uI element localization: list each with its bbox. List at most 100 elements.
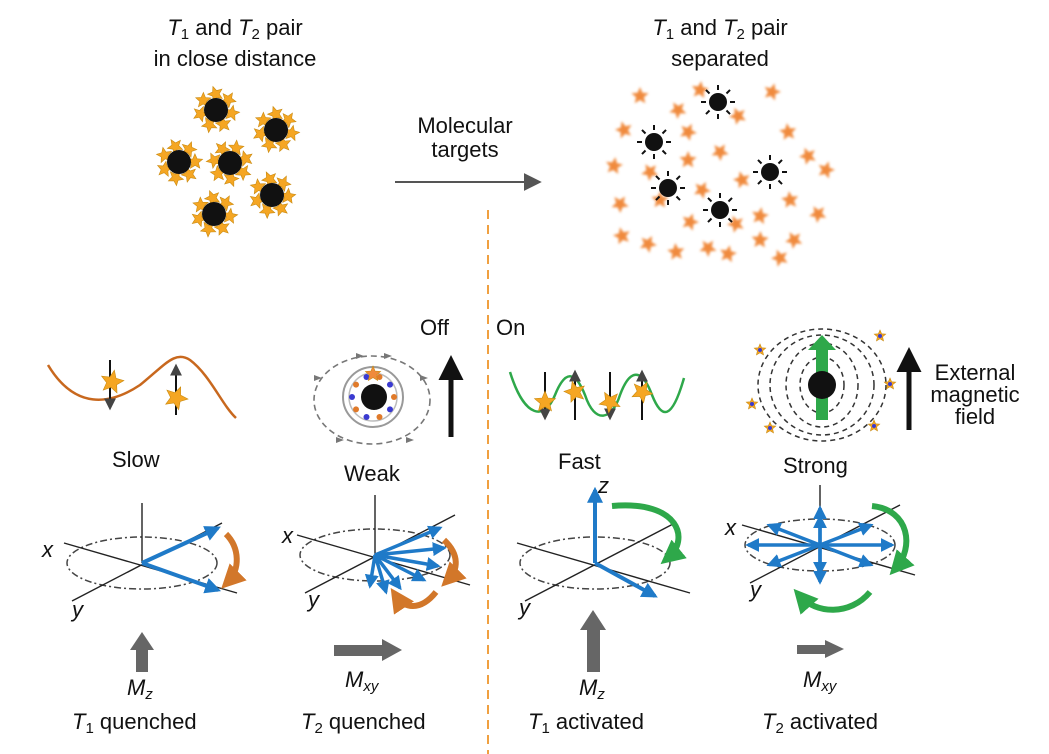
ray-mark: [777, 179, 783, 185]
ray-mark: [705, 109, 711, 115]
top-right-title: T1 and T2 pair separated: [615, 16, 825, 71]
magnetization-arrow: [141, 561, 222, 594]
title-t2-sub: 2: [251, 26, 260, 43]
title-t1: T: [652, 15, 666, 40]
magnetization-arrow: [373, 553, 402, 591]
mxy-arrow-4: [797, 640, 844, 658]
result-symbol: T: [72, 709, 86, 734]
star-icon: [613, 227, 630, 245]
surface-dot: [768, 426, 772, 430]
field-line2: magnetic: [930, 382, 1020, 407]
rotation-arrow: [441, 537, 467, 587]
moment-symbol: M: [579, 675, 598, 700]
nanoparticle-icon: [645, 133, 663, 151]
axes-panel: [516, 486, 691, 602]
nanoparticle-icon: [761, 163, 779, 181]
star-icon: [682, 213, 699, 231]
magnetization-arrow: [819, 522, 874, 547]
magnetization-arrow: [374, 553, 441, 571]
moment-label-3: Mz: [579, 676, 605, 707]
surface-dot: [888, 382, 892, 386]
arrow-label-line1: Molecular: [417, 113, 513, 138]
arrow-label: Molecular targets: [395, 114, 535, 162]
axis-x-2: x: [282, 523, 293, 548]
title-and: and: [674, 15, 724, 40]
surface-dot: [353, 406, 360, 413]
star-icon: [165, 386, 189, 411]
moment-symbol: M: [345, 667, 364, 692]
title-line2: in close distance: [153, 46, 317, 71]
title-and: and: [189, 15, 239, 40]
result-sub: 2: [775, 720, 784, 737]
field-line3: field: [954, 404, 996, 429]
nanoparticle-icon: [709, 93, 727, 111]
star-icon: [691, 81, 709, 98]
result-text: activated: [783, 709, 878, 734]
star-icon: [733, 171, 750, 189]
surface-dot: [363, 374, 370, 381]
axes-panel: [63, 503, 247, 602]
moment-label-1: Mz: [127, 676, 153, 707]
star-icon: [699, 240, 717, 257]
star-icon: [680, 123, 697, 141]
nanoparticle-icon: [260, 183, 284, 207]
surface-dot: [349, 394, 355, 400]
magnetization-arrow: [364, 554, 379, 589]
star-icon: [785, 232, 803, 249]
field-line1: External: [934, 360, 1016, 385]
ray-mark: [655, 195, 661, 201]
moment-label-2: Mxy: [345, 668, 378, 699]
star-icon: [727, 215, 744, 233]
mxy-arrow-2: [334, 639, 402, 661]
result-symbol: T: [528, 709, 542, 734]
moment-symbol: M: [127, 675, 146, 700]
magnetization-arrow: [374, 525, 443, 557]
surface-dot: [391, 394, 397, 400]
star-icon: [606, 157, 623, 174]
surface-dot: [386, 406, 393, 413]
magnetization-arrow: [766, 522, 821, 547]
surface-dot: [363, 413, 370, 420]
star-icon: [611, 196, 629, 213]
ray-mark: [777, 159, 783, 165]
axis-y-2: y: [308, 587, 319, 612]
title-t2-sub: 2: [736, 26, 745, 43]
result-text: quenched: [93, 709, 197, 734]
star-icon: [563, 380, 585, 403]
star-icon: [364, 365, 382, 382]
star-icon: [694, 181, 711, 199]
ray-mark: [757, 179, 763, 185]
star-icon: [631, 381, 654, 404]
star-icon: [631, 87, 649, 104]
title-pair: pair: [259, 15, 303, 40]
title-t2: T: [238, 15, 252, 40]
surface-dot: [386, 381, 393, 388]
axis-y-4: y: [750, 577, 761, 602]
star-icon: [720, 245, 737, 263]
star-icon: [100, 369, 125, 394]
arrow-label-line2: targets: [431, 137, 499, 162]
magnetization-arrow: [373, 554, 390, 595]
result-sub: 1: [85, 720, 94, 737]
ray-mark: [641, 129, 647, 135]
field-arrowhead: [336, 437, 344, 443]
ray-mark: [725, 89, 731, 95]
moment-symbol: M: [803, 667, 822, 692]
star-icon: [711, 144, 729, 161]
field-arrowhead: [356, 353, 364, 359]
axis-y-3: y: [519, 595, 530, 620]
field-arrowhead: [420, 375, 428, 381]
axes-panel: [296, 495, 471, 615]
field-arrowhead: [314, 375, 322, 381]
result-label-2: T2 quenched: [301, 710, 426, 741]
magnetization-arrow: [374, 553, 427, 582]
axis-y-1: y: [72, 597, 83, 622]
title-t1: T: [167, 15, 181, 40]
field-arrowhead: [384, 353, 392, 359]
star-icon: [764, 83, 781, 101]
magnetization-arrow: [374, 542, 447, 557]
magnetization-arrow: [594, 561, 658, 598]
ray-mark: [641, 149, 647, 155]
axis-z-3: z: [598, 473, 609, 498]
result-symbol: T: [301, 709, 315, 734]
